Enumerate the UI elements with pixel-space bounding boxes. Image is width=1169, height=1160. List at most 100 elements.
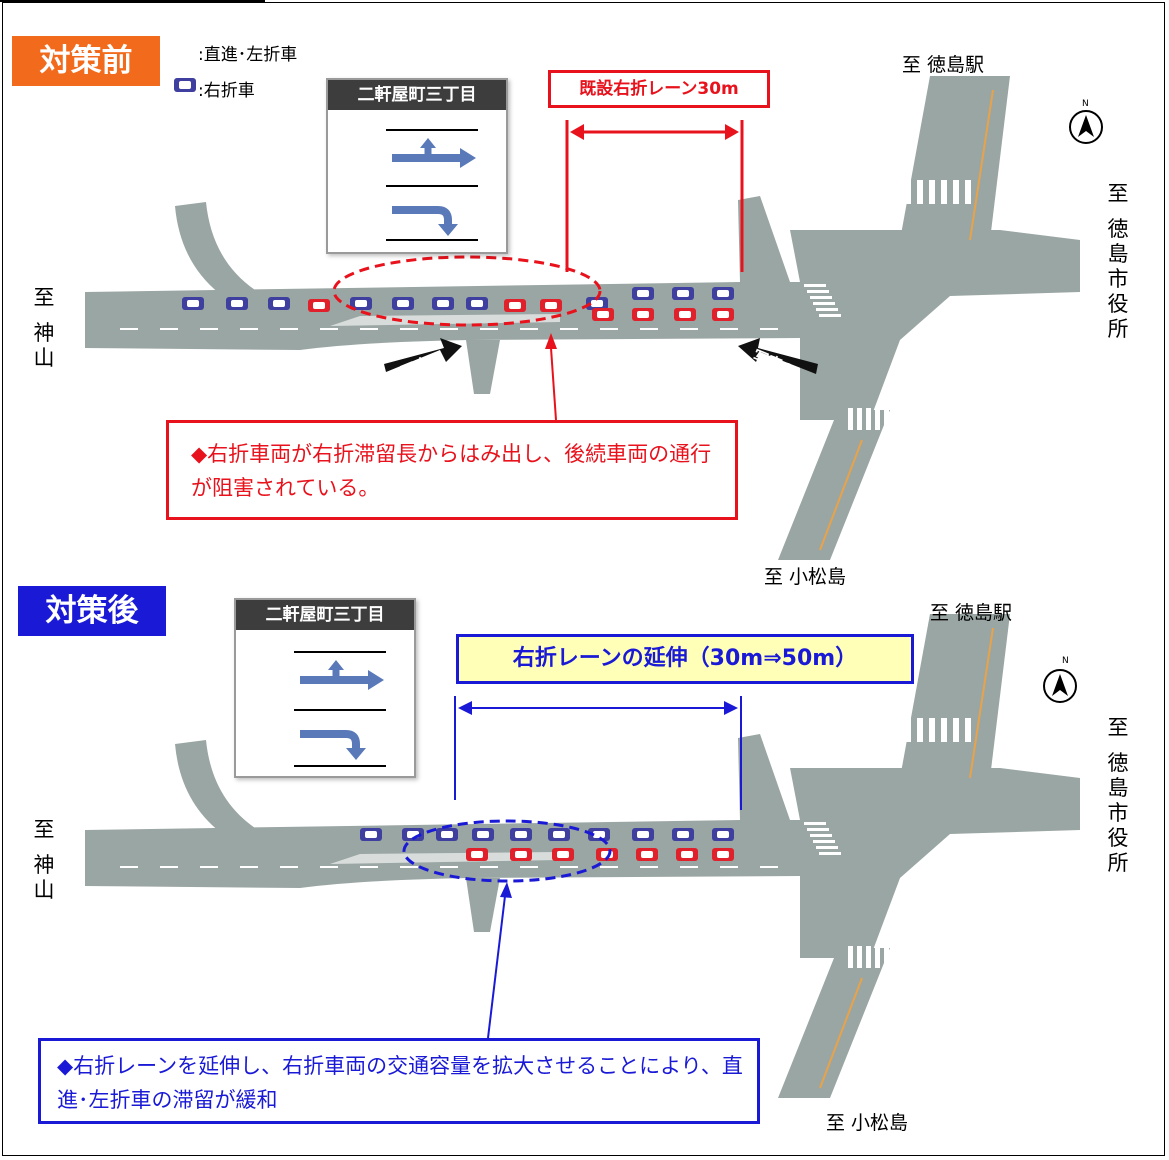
right-turn-car-window bbox=[637, 831, 649, 838]
crosswalk-stripe bbox=[941, 180, 947, 204]
after-dest-south: 至 小松島 bbox=[826, 1112, 909, 1134]
before-lane-sign: 二軒屋町三丁目 bbox=[326, 78, 508, 254]
callout-pointer bbox=[487, 895, 506, 1039]
crosswalk-stripe bbox=[819, 852, 841, 855]
crosswalk-stripe bbox=[905, 180, 911, 204]
before-dest-west: 至 神山 bbox=[31, 286, 55, 372]
right-turn-car-window bbox=[717, 290, 729, 297]
crosswalk-stripe bbox=[866, 408, 871, 430]
lane-dash bbox=[600, 866, 618, 868]
arrowhead-right bbox=[724, 701, 738, 715]
lane-dash bbox=[360, 866, 378, 868]
right-turn-car-window bbox=[187, 300, 199, 307]
compass-icon-needle bbox=[1078, 115, 1094, 137]
crosswalk-stripe bbox=[941, 718, 947, 742]
straight-car-window bbox=[557, 851, 569, 858]
right-turn-car-window bbox=[355, 300, 367, 307]
lane-dash bbox=[600, 328, 618, 330]
legend-straight-label: :直進･左折車 bbox=[198, 45, 298, 65]
lane-dash bbox=[760, 328, 778, 330]
before-north-label: N bbox=[1082, 99, 1089, 109]
crosswalk-stripe bbox=[905, 718, 911, 742]
before-lane-label: 既設右折レーン30m bbox=[579, 79, 739, 99]
lane-dash bbox=[720, 328, 738, 330]
before-badge: 対策前 bbox=[12, 36, 160, 86]
straight-car-window bbox=[509, 302, 521, 309]
lane-dash bbox=[680, 866, 698, 868]
lane-dash bbox=[760, 866, 778, 868]
crosswalk-stripe bbox=[804, 284, 826, 287]
crosswalk-stripe bbox=[813, 840, 835, 843]
lane-dash bbox=[280, 328, 298, 330]
lane-dash bbox=[480, 328, 498, 330]
south-center-line bbox=[819, 439, 863, 551]
photo-1-arrow bbox=[738, 338, 818, 374]
crosswalk-stripe bbox=[810, 834, 832, 837]
lane-dash bbox=[120, 328, 138, 330]
lane-dash bbox=[280, 866, 298, 868]
crosswalk-stripe bbox=[875, 408, 880, 430]
lane-dash bbox=[560, 328, 578, 330]
crosswalk-stripe bbox=[866, 946, 871, 968]
lane-dash bbox=[160, 328, 178, 330]
intersection bbox=[790, 230, 1080, 420]
straight-car-window bbox=[515, 851, 527, 858]
crosswalk-stripe bbox=[917, 718, 923, 742]
after-north-label: N bbox=[1062, 656, 1069, 666]
before-callout-text: ◆右折車両が右折滞留長からはみ出し、後続車両の通行が阻害されている。 bbox=[191, 442, 712, 500]
straight-car-window bbox=[545, 302, 557, 309]
lane-dash bbox=[640, 866, 658, 868]
straight-car-window bbox=[681, 851, 693, 858]
right-turn-car-window bbox=[397, 300, 409, 307]
corner-mark bbox=[0, 0, 265, 7]
right-turn-car-window bbox=[677, 290, 689, 297]
lane-dash bbox=[320, 866, 338, 868]
lane-dash bbox=[680, 328, 698, 330]
crosswalk-stripe bbox=[884, 946, 889, 968]
arrowhead-left bbox=[570, 124, 584, 140]
lane-dash bbox=[400, 866, 418, 868]
north-center-line bbox=[969, 627, 994, 779]
north-stub bbox=[738, 196, 790, 282]
after-dest-west: 至 神山 bbox=[31, 818, 55, 904]
crosswalk-stripe bbox=[875, 946, 880, 968]
right-turn-car-window bbox=[591, 300, 603, 307]
lane-dash bbox=[160, 866, 178, 868]
south-center-line bbox=[819, 977, 863, 1089]
crosswalk-stripe bbox=[929, 718, 935, 742]
crosswalk-stripe bbox=[917, 180, 923, 204]
straight-car-window bbox=[637, 311, 649, 318]
legend-right-turn-car-icon bbox=[174, 78, 196, 92]
right-turn-car-window bbox=[441, 831, 453, 838]
lane-arrows-icon bbox=[294, 651, 386, 767]
hatched-median bbox=[330, 314, 560, 326]
after-dest-north: 至 徳島駅 bbox=[930, 602, 1013, 624]
lane-dash bbox=[520, 866, 538, 868]
lane-dash bbox=[120, 866, 138, 868]
straight-car-window bbox=[313, 302, 325, 309]
right-turn-car-window bbox=[717, 831, 729, 838]
crosswalk-stripe bbox=[810, 296, 832, 299]
crosswalk-stripe bbox=[965, 718, 971, 742]
lane-dash bbox=[200, 328, 218, 330]
lane-dash bbox=[200, 866, 218, 868]
crosswalk-stripe bbox=[807, 290, 829, 293]
arrowhead-left bbox=[458, 701, 472, 715]
lane-dash bbox=[320, 328, 338, 330]
before-sign-title: 二軒屋町三丁目 bbox=[328, 80, 506, 110]
crosswalk-stripe bbox=[804, 822, 826, 825]
legend-right-turn-label: :右折車 bbox=[198, 81, 255, 101]
crosswalk-stripe bbox=[953, 718, 959, 742]
lane-dash bbox=[400, 328, 418, 330]
crosswalk-stripe bbox=[929, 180, 935, 204]
before-lane-label-box: 既設右折レーン30m bbox=[548, 70, 770, 108]
north-center-line bbox=[969, 89, 994, 241]
crosswalk-stripe bbox=[884, 408, 889, 430]
northwest-branch bbox=[175, 740, 258, 832]
after-callout-text: ◆右折レーンを延伸し、右折車両の交通容量を拡大させることにより、直進･左折車の滞… bbox=[57, 1054, 743, 1112]
north-road bbox=[900, 614, 1010, 778]
compass-icon-needle bbox=[1052, 674, 1068, 696]
right-turn-car-window bbox=[437, 300, 449, 307]
